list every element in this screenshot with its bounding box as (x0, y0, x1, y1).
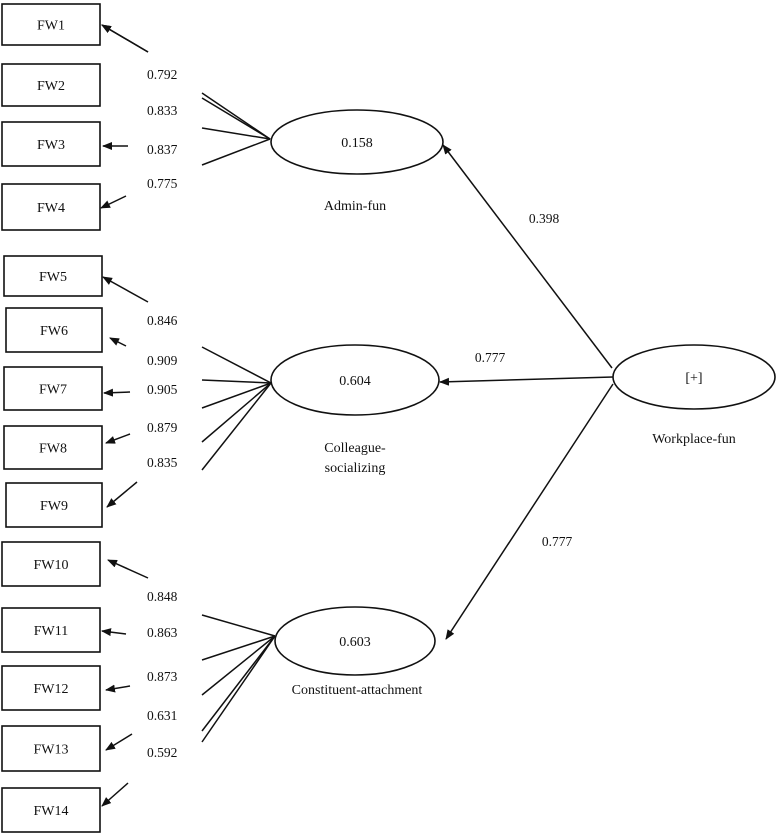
indicator-label: FW6 (40, 324, 68, 339)
indicator-label: FW13 (34, 743, 69, 758)
indicator-fw3: FW3 (1, 121, 101, 167)
loading-value: 0.846 (147, 313, 178, 328)
indicator-label: FW9 (40, 499, 68, 514)
loading-line (201, 635, 276, 732)
loading-line (201, 138, 271, 166)
indicator-label: FW14 (34, 804, 69, 819)
indicator-label: FW4 (37, 201, 65, 216)
indicator-label: FW8 (39, 442, 67, 457)
path-arrow-colleague (439, 376, 614, 386)
loading-value: 0.879 (147, 420, 178, 435)
indicator-arrow (101, 628, 127, 637)
workplace-fun-label: Workplace-fun (652, 432, 736, 447)
loading-line (201, 635, 276, 743)
indicator-fw11: FW11 (1, 607, 101, 653)
indicator-arrow (100, 195, 127, 209)
path-arrow-constituent (445, 383, 614, 640)
loading-line (201, 346, 272, 384)
indicator-label: FW5 (39, 270, 67, 285)
indicator-label: FW11 (34, 624, 68, 639)
indicator-label: FW2 (37, 79, 65, 94)
indicator-arrow (102, 276, 149, 303)
colleague-socializing-label-line2: socializing (325, 461, 386, 476)
loading-value: 0.873 (147, 669, 178, 684)
indicator-label: FW3 (37, 138, 65, 153)
indicator-label: FW7 (39, 383, 67, 398)
loading-line (201, 379, 272, 384)
indicator-fw9: FW9 (5, 482, 103, 528)
indicator-fw12: FW12 (1, 665, 101, 711)
indicator-arrow (107, 559, 149, 579)
indicator-fw7: FW7 (3, 366, 103, 411)
loading-line (201, 614, 276, 637)
indicator-fw1: FW1 (1, 3, 101, 46)
loading-line (201, 97, 271, 140)
constituent-attachment-construct: 0.603 (274, 606, 436, 676)
indicator-fw14: FW14 (1, 787, 101, 833)
path-coef-admin: 0.398 (529, 211, 560, 226)
loading-value: 0.775 (147, 176, 178, 191)
path-coef-constituent: 0.777 (542, 534, 573, 549)
loading-labels: 0.792 0.833 0.837 0.775 0.846 0.909 0.905 0.879… (145, 66, 187, 761)
indicator-arrow (109, 337, 127, 347)
indicator-fw2: FW2 (1, 63, 101, 107)
indicator-label: FW1 (37, 19, 65, 34)
loading-value: 0.833 (147, 103, 178, 118)
loading-value: 0.631 (147, 708, 177, 723)
admin-fun-r2: 0.158 (341, 136, 373, 151)
indicator-arrow (106, 481, 138, 508)
loading-line (201, 382, 272, 443)
indicator-arrow (103, 388, 131, 397)
loading-line (201, 127, 271, 140)
indicator-fw8: FW8 (3, 425, 103, 470)
indicator-boxes: FW1FW2FW3FW4FW5FW6FW7FW8FW9FW10FW11FW12F… (1, 3, 103, 833)
loading-value: 0.792 (147, 67, 177, 82)
indicator-fw6: FW6 (5, 307, 103, 353)
admin-fun-construct: 0.158 (270, 109, 444, 175)
workplace-fun-value: [+] (685, 371, 702, 386)
loading-line (201, 382, 272, 409)
loading-value: 0.837 (147, 142, 178, 157)
loading-value: 0.592 (147, 745, 177, 760)
loading-value: 0.909 (147, 353, 178, 368)
colleague-socializing-label-line1: Colleague- (324, 441, 386, 456)
colleague-socializing-r2: 0.604 (339, 374, 371, 389)
path-arrow-admin (442, 144, 613, 369)
loading-value: 0.905 (147, 382, 178, 397)
loading-line (201, 635, 276, 661)
indicator-fw5: FW5 (3, 255, 103, 297)
workplace-fun-construct: [+] (612, 344, 776, 410)
loading-line (201, 635, 276, 696)
indicator-label: FW12 (34, 682, 69, 697)
constituent-attachment-label: Constituent-attachment (292, 683, 423, 698)
loading-value: 0.863 (147, 625, 178, 640)
constituent-attachment-r2: 0.603 (339, 635, 371, 650)
admin-fun-label: Admin-fun (324, 199, 386, 214)
indicator-arrow (101, 24, 149, 53)
indicator-label: FW10 (34, 558, 69, 573)
loading-value: 0.835 (147, 455, 178, 470)
indicator-arrow (101, 782, 129, 807)
indicator-arrow (105, 684, 131, 693)
indicator-fw13: FW13 (1, 725, 101, 772)
indicator-arrow (105, 733, 133, 751)
loading-line (201, 382, 272, 471)
colleague-socializing-construct: 0.604 (270, 344, 440, 416)
loading-value: 0.848 (147, 589, 178, 604)
measurement-links (100, 24, 276, 807)
indicator-fw4: FW4 (1, 183, 101, 231)
indicator-fw10: FW10 (1, 541, 101, 587)
path-coef-colleague: 0.777 (475, 350, 506, 365)
indicator-arrow (105, 433, 131, 444)
